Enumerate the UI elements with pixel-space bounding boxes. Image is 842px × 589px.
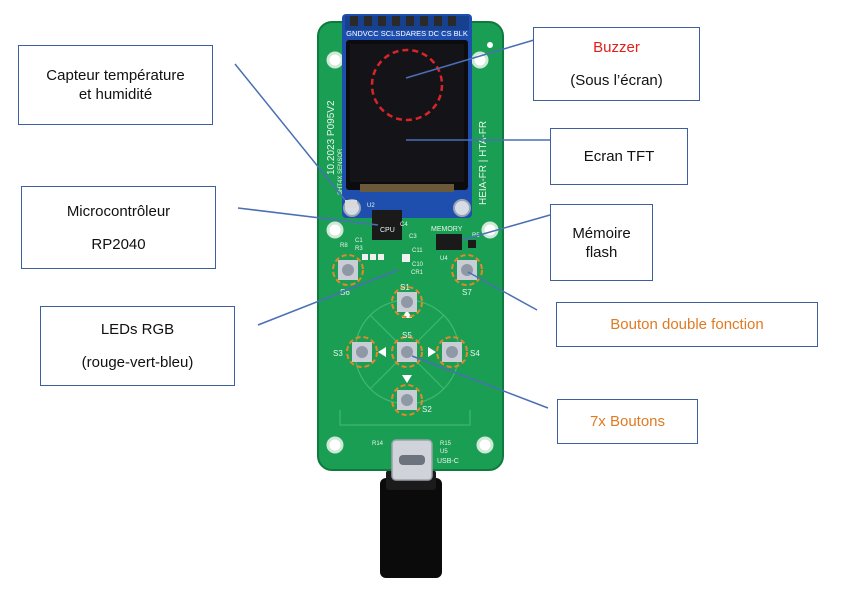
usb-c-port — [399, 455, 425, 465]
label-sensor-line2: et humidité — [79, 85, 152, 104]
label-tft: Ecran TFT — [550, 128, 688, 185]
label-flash: Mémoire flash — [550, 204, 653, 281]
button-s1-label: S1 — [400, 283, 410, 292]
ref-c4: C4 — [400, 222, 408, 228]
label-flash-line1: Mémoire — [572, 224, 630, 243]
small-component — [468, 240, 476, 248]
label-flash-line2: flash — [586, 243, 618, 262]
label-tft-line1: Ecran TFT — [584, 147, 655, 166]
ref-u5: U5 — [440, 449, 448, 455]
label-buzzer-line2: (Sous l’écran) — [570, 71, 663, 90]
usb-c-silk-text: USB-C — [437, 458, 459, 465]
temperature-humidity-sensor — [345, 200, 357, 208]
mounting-hole-bottom-right — [478, 438, 492, 452]
ref-u2: U2 — [367, 203, 375, 209]
ref-r15: R15 — [440, 441, 452, 447]
label-buttons: 7x Boutons — [557, 399, 698, 444]
mounting-hole-top-left — [328, 53, 342, 67]
memory-silk-text: MEMORY — [431, 226, 463, 233]
ref-c10: C10 — [412, 262, 424, 268]
usb-cable — [380, 478, 442, 578]
label-leds: LEDs RGB (rouge-vert-bleu) — [40, 306, 235, 386]
ref-r3: R3 — [355, 246, 363, 252]
tft-flex-cable — [360, 184, 454, 192]
ref-r14: R14 — [372, 441, 384, 447]
ref-cr1: CR1 — [411, 270, 424, 276]
ref-c3: C3 — [409, 234, 417, 240]
tft-screen-glass — [350, 44, 464, 182]
label-sensor-line1: Capteur température — [46, 66, 184, 85]
button-s4-label: S4 — [470, 349, 480, 358]
tft-header-pin-labels: GNDVCC SCLSDARES DC CS BLK — [346, 29, 468, 38]
label-buzzer: Buzzer (Sous l’écran) — [533, 27, 700, 101]
ref-c1: C1 — [355, 238, 363, 244]
button-s2-label: S2 — [422, 405, 432, 414]
sensor-silk-text: SHT4X SENSOR — [338, 148, 344, 195]
mounting-hole-mid-left — [328, 223, 342, 237]
label-buzzer-line1: Buzzer — [593, 38, 640, 57]
ref-c11: C11 — [412, 248, 423, 254]
board-version-text: 10.2023 P095V2 — [326, 100, 337, 175]
label-buttons-line1: 7x Boutons — [590, 412, 665, 431]
button-s3-label: S3 — [333, 349, 343, 358]
button-s7-label: S7 — [462, 288, 472, 297]
label-leds-line1: LEDs RGB — [101, 320, 174, 339]
label-mcu: Microcontrôleur RP2040 — [21, 186, 216, 269]
ref-u4: U4 — [440, 256, 448, 262]
mounting-hole-bottom-left — [328, 438, 342, 452]
label-sensor: Capteur température et humidité — [18, 45, 213, 125]
label-dual-button: Bouton double fonction — [556, 302, 818, 347]
ref-r8: R8 — [340, 243, 348, 249]
label-mcu-line1: Microcontrôleur — [67, 202, 170, 221]
flash-memory-chip — [436, 234, 462, 250]
board-brand-text: HEIA-FR | HTA-FR — [478, 121, 489, 205]
mounting-hole-small — [487, 42, 493, 48]
tft-standoff-right — [454, 200, 470, 216]
label-mcu-line2: RP2040 — [91, 235, 145, 254]
cpu-silk-text: CPU — [380, 227, 395, 234]
button-s5-label: S5 — [402, 331, 412, 340]
label-leds-line2: (rouge-vert-bleu) — [82, 353, 194, 372]
label-dual-button-line1: Bouton double fonction — [610, 315, 763, 334]
